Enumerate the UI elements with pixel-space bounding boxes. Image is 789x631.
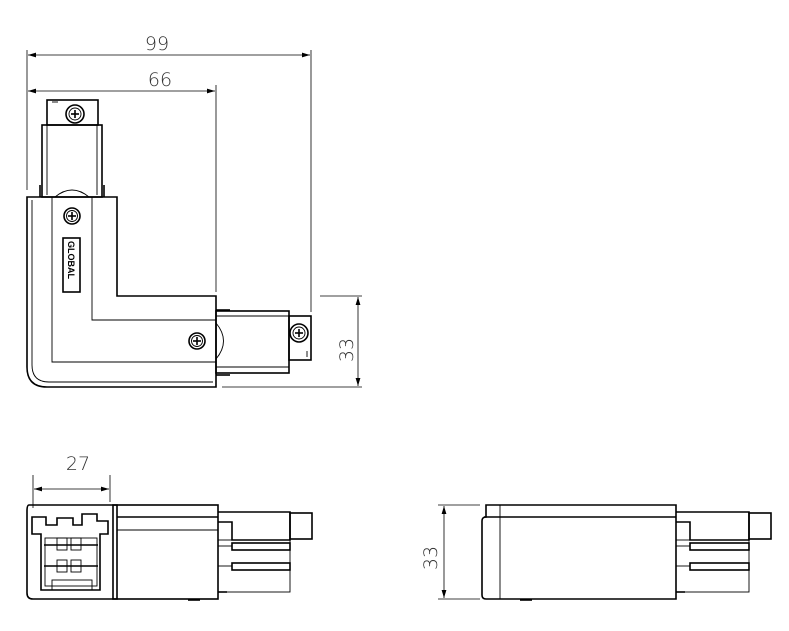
dimension-33-side: 33 [420, 504, 480, 600]
dimension-label: 99 [145, 33, 169, 55]
side-body [112, 504, 219, 600]
track-adapter-side [675, 511, 772, 593]
end-cap-profile [26, 504, 118, 600]
screw-icon [63, 207, 81, 225]
dimension-33-top: 33 [222, 295, 362, 388]
screw-icon [289, 323, 309, 343]
dimension-66: 66 [28, 69, 217, 292]
screw-icon [65, 104, 85, 124]
brand-logo: GLOBAL [62, 237, 81, 293]
side-view: 33 [420, 504, 772, 601]
track-adapter-side [188, 511, 313, 601]
dimension-label: 66 [148, 69, 172, 91]
screw-icon [188, 332, 206, 350]
side-body [481, 504, 677, 601]
dimension-label: 27 [66, 453, 90, 475]
dimension-27: 27 [32, 453, 111, 508]
l-connector-body [26, 196, 217, 388]
top-track-adapter [39, 99, 105, 198]
dimension-label: 33 [336, 338, 358, 362]
dimension-99: 99 [26, 33, 312, 312]
logo-text: GLOBAL [66, 241, 76, 279]
top-view: 99 66 33 [26, 33, 362, 388]
dimension-label: 33 [420, 546, 442, 570]
front-view: 27 [26, 453, 313, 601]
right-track-adapter [215, 309, 312, 376]
